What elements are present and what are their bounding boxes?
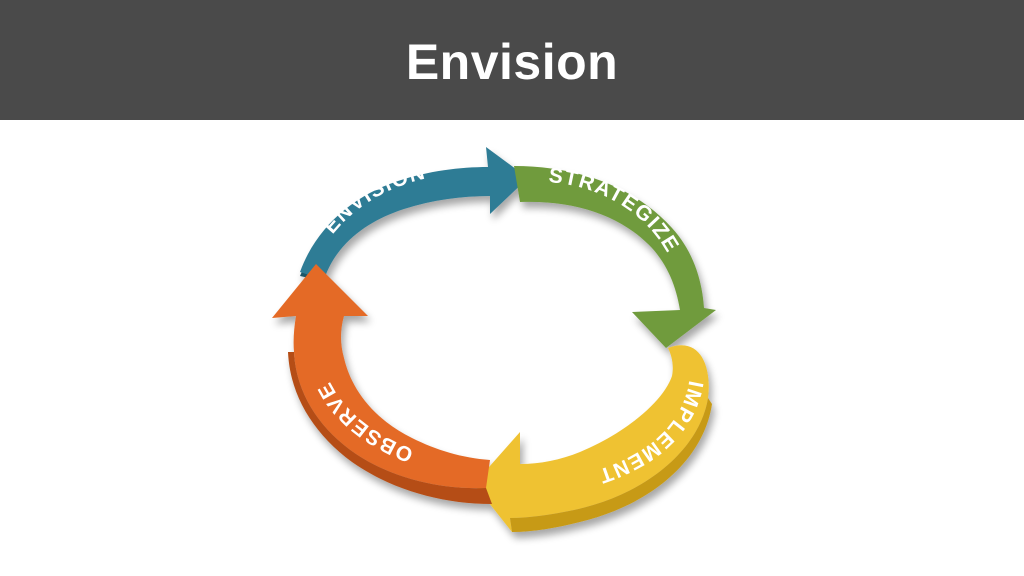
- stage-implement-arrow: [474, 345, 709, 532]
- stage-observe-arrow-depth: [288, 352, 492, 504]
- page-title: Envision: [405, 34, 619, 90]
- stage-strategize-arrow: [514, 166, 716, 348]
- title-bar: Envision: [0, 0, 1024, 120]
- stage-implement-arrow-depth: [510, 398, 712, 532]
- stage-envision-arrow: [300, 147, 528, 280]
- cycle-svg: ENVISION STRATEGIZE IMPLEMENT OBSERVE: [272, 147, 716, 532]
- stage-implement: [474, 345, 712, 532]
- stage-observe-arrow: [272, 264, 490, 489]
- cycle-diagram: ENVISION STRATEGIZE IMPLEMENT OBSERVE: [0, 120, 1024, 576]
- stage-observe: [272, 264, 492, 504]
- stage-strategize: [514, 166, 716, 348]
